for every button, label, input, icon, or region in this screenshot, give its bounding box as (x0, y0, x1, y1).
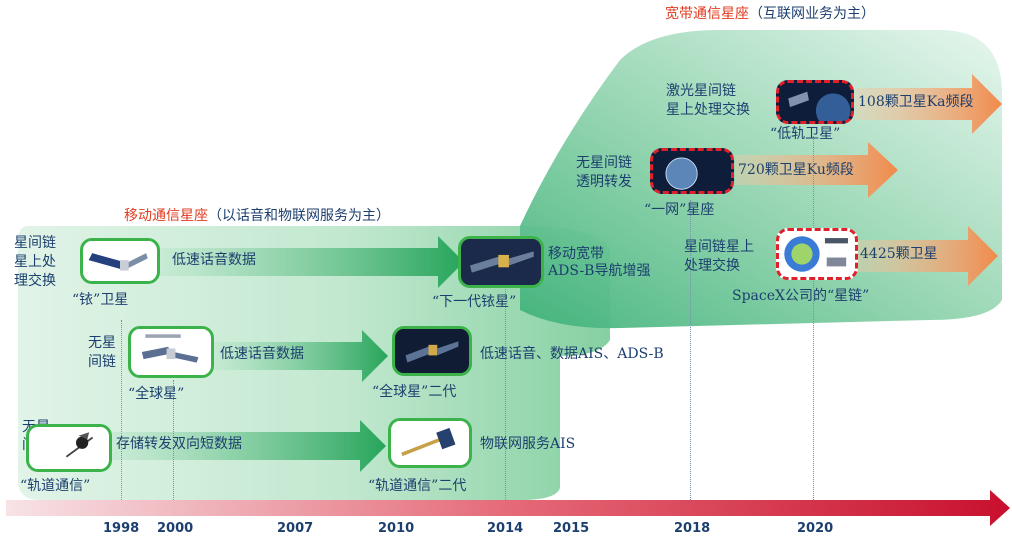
orbcomm2-caption: “轨道通信”二代 (368, 478, 467, 494)
globalstar2-satellite-image (392, 326, 472, 376)
leo-satellite-image (776, 80, 854, 124)
arrow-globalstar (214, 330, 388, 382)
globalstar2-service-label: 低速话音、数据AIS、ADS-B (480, 346, 664, 362)
orbcomm-satellite-image (26, 424, 112, 472)
oneweb-satellite-image (650, 148, 734, 194)
year-line-2014 (505, 280, 506, 500)
globalstar-arrow-label: 低速话音数据 (220, 346, 304, 362)
year-label: 2014 (487, 521, 524, 536)
orbcomm2-service-label: 物联网服务AIS (480, 436, 576, 452)
orbcomm-caption: “轨道通信” (20, 478, 91, 494)
year-label: 2000 (157, 521, 194, 536)
starlink-caption: SpaceX公司的“星链” (732, 288, 870, 304)
year-label: 2020 (797, 521, 834, 536)
oneweb-caption: “一网”星座 (644, 202, 715, 218)
year-label: 1998 (103, 521, 140, 536)
broadband-title: 宽带通信星座（互联网业务为主） (665, 6, 875, 22)
arrow-starlink (855, 226, 998, 286)
year-label: 2015 (553, 521, 590, 536)
iridium-caption: “铱”卫星 (72, 292, 129, 308)
oneweb-arrow-label: 720颗卫星Ku频段 (738, 162, 854, 178)
leo-caption: “低轨卫星” (770, 126, 841, 142)
timeline-bar (6, 490, 1010, 526)
year-line-2018 (690, 200, 691, 500)
arrow-oneweb (735, 142, 898, 198)
orbcomm-arrow-label: 存储转发双向短数据 (116, 436, 242, 452)
starlink-side-label: 星间链星上 处理交换 (684, 239, 754, 274)
globalstar-side-label: 无星 间链 (88, 335, 116, 370)
iridium-next-satellite-image (458, 236, 544, 288)
iridium-next-caption: “下一代铱星” (432, 294, 517, 310)
iridium-next-service-label: 移动宽带 ADS-B导航增强 (548, 246, 651, 279)
mobile-title: 移动通信星座（以话音和物联网服务为主） (124, 208, 390, 224)
arrow-orbcomm (112, 420, 386, 472)
starlink-arrow-label: 4425颗卫星 (860, 246, 938, 262)
year-line-2000 (173, 380, 174, 500)
year-label: 2010 (378, 521, 415, 536)
oneweb-side-label: 无星间链 透明转发 (576, 155, 632, 190)
globalstar-caption: “全球星” (128, 386, 185, 402)
year-line-1998 (121, 320, 122, 500)
year-label: 2007 (277, 521, 314, 536)
globalstar-satellite-image (128, 326, 214, 378)
iridium-side-label: 星间链 星上处 理交换 (14, 235, 56, 289)
year-label: 2018 (674, 521, 711, 536)
starlink-satellite-image (776, 228, 858, 280)
arrow-leo (855, 74, 1002, 134)
orbcomm2-satellite-image (388, 418, 472, 468)
iridium-satellite-image (80, 238, 160, 284)
arrow-iridium (160, 236, 464, 288)
year-line-2020 (813, 136, 814, 500)
leo-arrow-label: 108颗卫星Ka频段 (858, 94, 974, 110)
leo-side-label: 激光星间链 星上处理交换 (666, 83, 750, 118)
iridium-arrow-label: 低速话音数据 (172, 252, 256, 268)
globalstar2-caption: “全球星”二代 (372, 384, 457, 400)
